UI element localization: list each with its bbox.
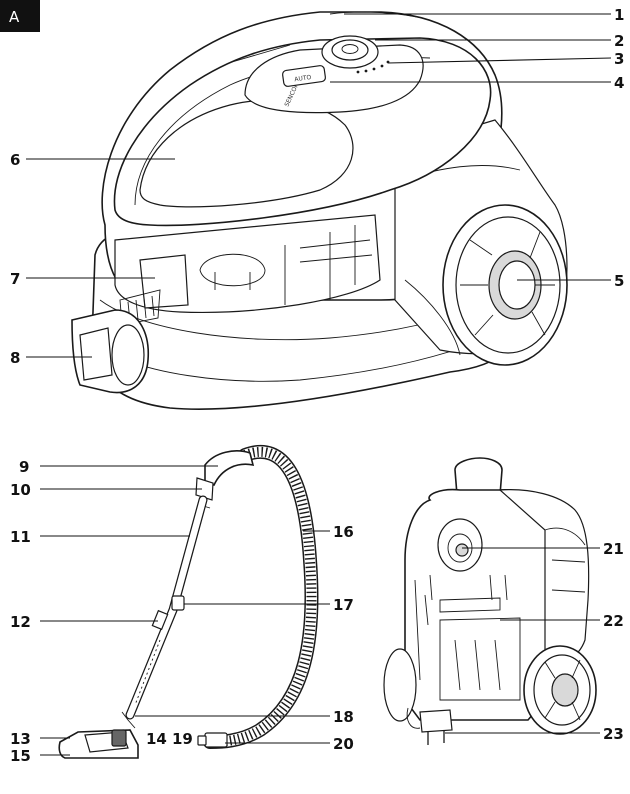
- callout-23: 23: [603, 725, 624, 743]
- control-panel: [244, 44, 424, 114]
- hose-end-connector[interactable]: [197, 732, 228, 748]
- callout-11: 11: [10, 528, 31, 546]
- suction-dial[interactable]: [321, 35, 379, 69]
- leader-lines: [26, 13, 612, 756]
- callout-9: 9: [19, 458, 29, 476]
- callout-1: 1: [614, 6, 624, 24]
- callout-8: 8: [10, 349, 20, 367]
- callout-5: 5: [614, 272, 624, 290]
- figure-badge: A: [0, 0, 40, 32]
- dust-container-lid: [139, 99, 354, 208]
- callout-19: 19: [172, 730, 193, 748]
- nozzle-pedal[interactable]: [111, 729, 127, 747]
- callout-16: 16: [333, 523, 354, 541]
- vacuum-rear-unit: [383, 457, 597, 745]
- callout-22: 22: [603, 612, 624, 630]
- container-release-button[interactable]: [139, 254, 189, 309]
- callout-numbers: 1 2 3 4 5 6 7 8 9 10 11 12 13 14 15 16 1…: [10, 6, 624, 765]
- callout-13: 13: [10, 730, 31, 748]
- tube-length-button[interactable]: [151, 609, 169, 631]
- callout-3: 3: [614, 50, 624, 68]
- rear-left-wheel: [383, 648, 417, 722]
- power-cord-plug: [406, 707, 453, 745]
- rear-handle-top[interactable]: [454, 457, 503, 496]
- callout-21: 21: [603, 540, 624, 558]
- rear-wheel: [442, 204, 568, 366]
- callout-18: 18: [333, 708, 354, 726]
- auto-button[interactable]: AUTO: [282, 65, 326, 87]
- callout-2: 2: [614, 32, 624, 50]
- callout-12: 12: [10, 613, 31, 631]
- figure-label: A: [9, 8, 20, 26]
- callout-17: 17: [333, 596, 354, 614]
- hose-clip[interactable]: [171, 595, 185, 611]
- hose-handle[interactable]: [204, 450, 255, 486]
- callout-6: 6: [10, 151, 20, 169]
- callout-10: 10: [10, 481, 31, 499]
- auto-button-label: AUTO: [294, 74, 312, 83]
- hose-inlet[interactable]: [71, 309, 150, 394]
- carry-handle[interactable]: [329, 11, 431, 21]
- rear-right-wheel: [523, 645, 597, 735]
- hose-assembly: [58, 444, 319, 759]
- floor-nozzle[interactable]: [58, 711, 139, 759]
- vacuum-main-unit: SENCOR AUTO: [71, 11, 568, 410]
- callout-14: 14: [146, 730, 167, 748]
- callout-15: 15: [10, 747, 31, 765]
- callout-4: 4: [614, 74, 624, 92]
- callout-7: 7: [10, 270, 20, 288]
- callout-20: 20: [333, 735, 354, 753]
